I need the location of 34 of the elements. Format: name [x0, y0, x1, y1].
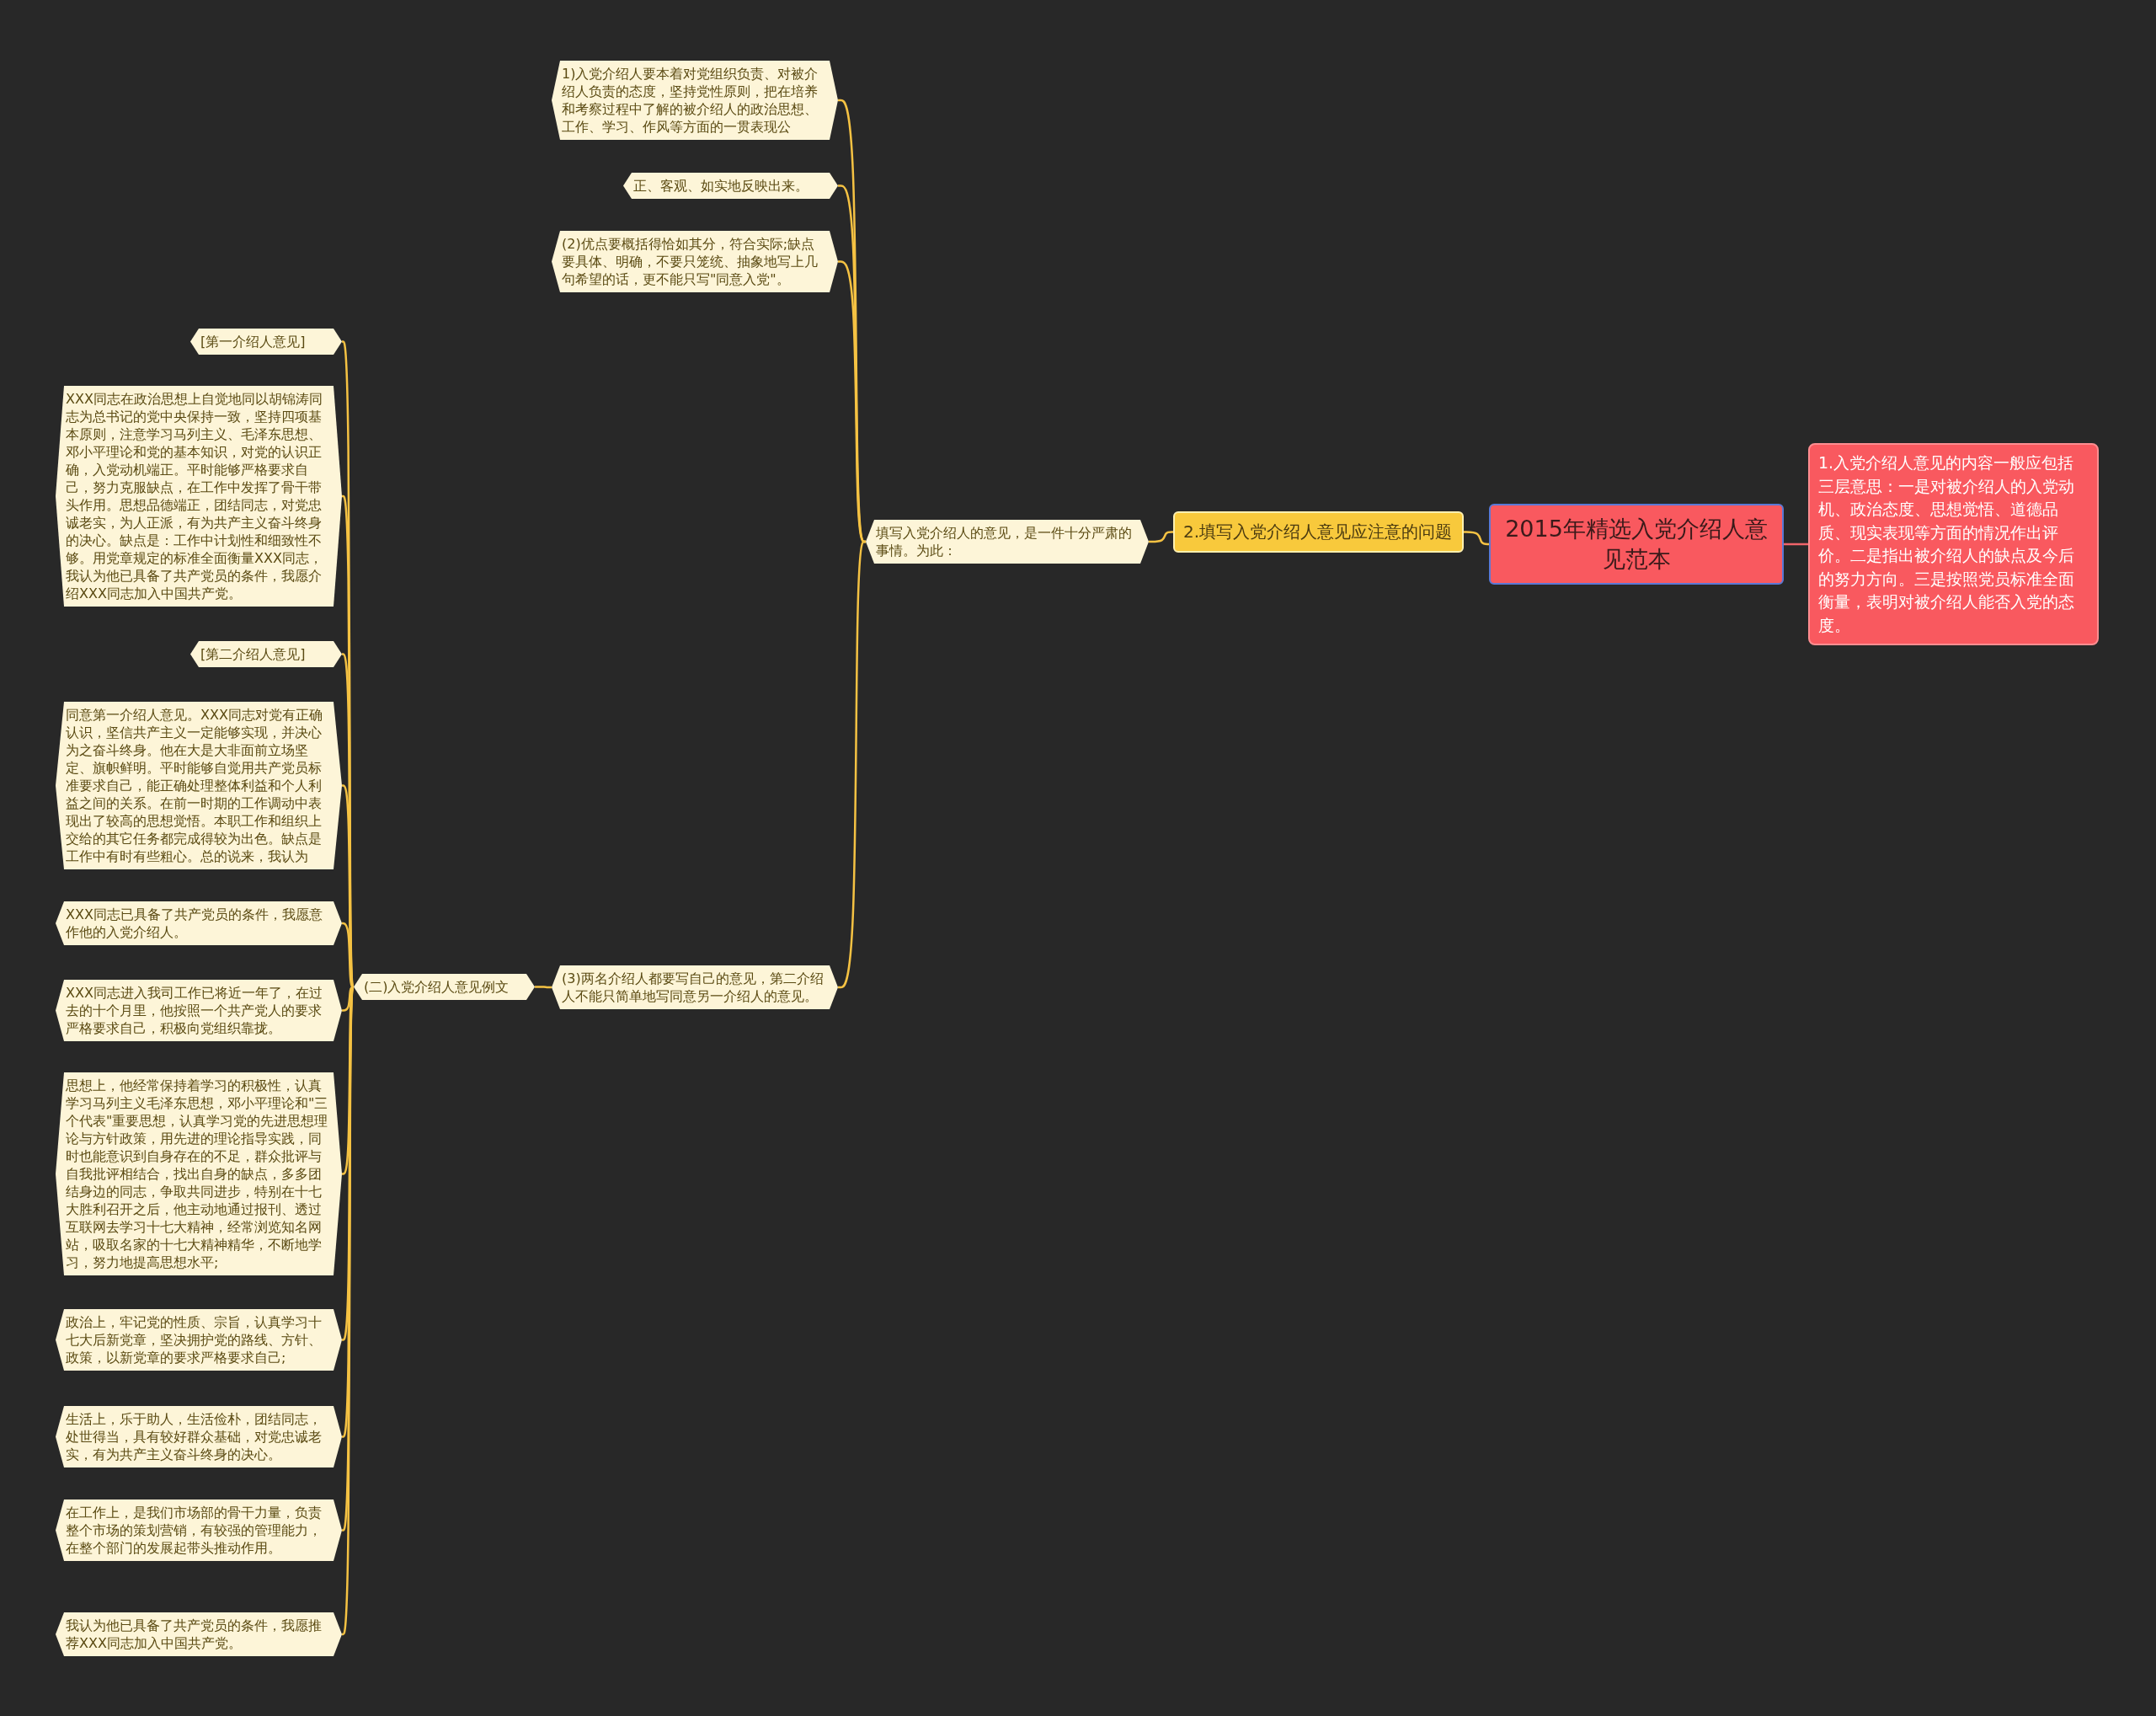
- connector-line: [1464, 531, 1489, 546]
- node-text: 同意第一介绍人意见。XXX同志对党有正确认识，坚信共产主义一定能够实现，并决心为之奋斗终身。他在大是大非面前立场坚定、旗帜鲜明。平时能够自觉用共产党员标准要求自己，能正确处理整体利益和个人利益之间的关系。在前一时期的工作调动中表现出了较高的思想觉悟。本职工作和组织上交给的其它任务都完成得较为出色。缺点是工作中有时有些粗心。总的说来，我认为: [66, 706, 323, 865]
- text-node: [56, 1612, 342, 1656]
- note-card: [1808, 443, 2099, 645]
- node-text: (2)优点要概括得恰如其分，符合实际;缺点要具体、明确，不要只笼统、抽象地写上几句希望的话，更不能只写"同意入党"。: [562, 235, 819, 288]
- node-text: (二)入党介绍人意见例文: [364, 978, 510, 996]
- connector-line: [837, 540, 867, 989]
- central-topic: [1489, 504, 1784, 585]
- node-text: (3)两名介绍人都要写自己的意见，第二介绍人不能只简单地写同意另一介绍人的意见。: [562, 970, 825, 1005]
- node-text: 我认为他已具备了共产党员的条件，我愿推荐XXX同志加入中国共产党。: [66, 1617, 323, 1652]
- node-text: 生活上，乐于助人，生活俭朴，团结同志，处世得当，具有较好群众基础，对党忠诚老实，有为共产主义奋斗终身的决心。: [66, 1410, 323, 1463]
- node-text: 2.填写入党介绍人意见应注意的问题: [1183, 521, 1454, 543]
- node-text: [第一介绍人意见]: [200, 333, 307, 350]
- connector-line: [535, 986, 552, 989]
- node-text: XXX同志进入我司工作已将近一年了，在过去的十个月里，他按照一个共产党人的要求严格要求自己，积极向党组织靠拢。: [66, 984, 323, 1037]
- text-node: [56, 1499, 342, 1561]
- node-text: 1.入党介绍人意见的内容一般应包括三层意思：一是对被介绍人的入党动机、政治态度、思想觉悟、道德品质、现实表现等方面的情况作出评价。二是指出被介绍人的缺点及今后的努力方向。三是按照党员标准全面衡量，表明对被介绍人能否入党的态度。: [1818, 452, 2075, 636]
- node-text: 在工作上，是我们市场部的骨干力量，负责整个市场的策划营销，有较强的管理能力，在整个部门的发展起带头推动作用。: [66, 1504, 323, 1557]
- node-text: 填写入党介绍人的意见，是一件十分严肃的事情。为此：: [876, 524, 1133, 559]
- text-node: [190, 641, 342, 667]
- node-text: [第二介绍人意见]: [200, 645, 307, 663]
- connector-line: [1784, 543, 1808, 546]
- branch-topic: [1173, 511, 1464, 553]
- connector-line: [1149, 531, 1173, 543]
- node-text: XXX同志已具备了共产党员的条件，我愿意作他的入党介绍人。: [66, 906, 323, 941]
- node-text: 2015年精选入党介绍人意见范本: [1504, 515, 1769, 574]
- text-node: [190, 329, 342, 355]
- node-text: XXX同志在政治思想上自觉地同以胡锦涛同志为总书记的党中央保持一致，坚持四项基本原则，注意学习马列主义、毛泽东思想、邓小平理论和党的基本知识，对党的认识正确，入党动机端正。平时能够严格要求自己，努力克服缺点，在工作中发挥了骨干带头作用。思想品德端正，团结同志，对党忠诚老实，为人正派，有为共产主义奋斗终身的决心。缺点是：工作中计划性和细致性不够。用党章规定的标准全面衡量XXX同志，我认为他已具备了共产党员的条件，我愿介绍XXX同志加入中国共产党。: [66, 390, 323, 602]
- connector-line: [838, 260, 867, 543]
- node-text: 政治上，牢记党的性质、宗旨，认真学习十七大后新党章，坚决拥护党的路线、方针、政策，以新党章的要求严格要求自己;: [66, 1313, 323, 1366]
- node-text: 思想上，他经常保持着学习的积极性，认真学习马列主义毛泽东思想，邓小平理论和"三个代表"重要思想，认真学习党的先进思想理论与方针政策，用先进的理论指导实践，同时也能意识到自身存在的不足，群众批评与自我批评相结合，找出自身的缺点，多多团结身边的同志，争取共同进步，特别在十七大胜利召开之后，他主动地通过报刊、透过互联网去学习十七大精神，经常浏览知名网站，吸取名家的十七大精神精华，不断地学习，努力地提高思想水平;: [66, 1077, 329, 1271]
- node-text: 1)入党介绍人要本着对党组织负责、对被介绍人负责的态度，坚持党性原则，把在培养和考察过程中了解的被介绍人的政治思想、工作、学习、作风等方面的一贯表现公: [562, 65, 819, 136]
- node-text: 正、客观、如实地反映出来。: [633, 177, 809, 195]
- text-node: [354, 974, 535, 1000]
